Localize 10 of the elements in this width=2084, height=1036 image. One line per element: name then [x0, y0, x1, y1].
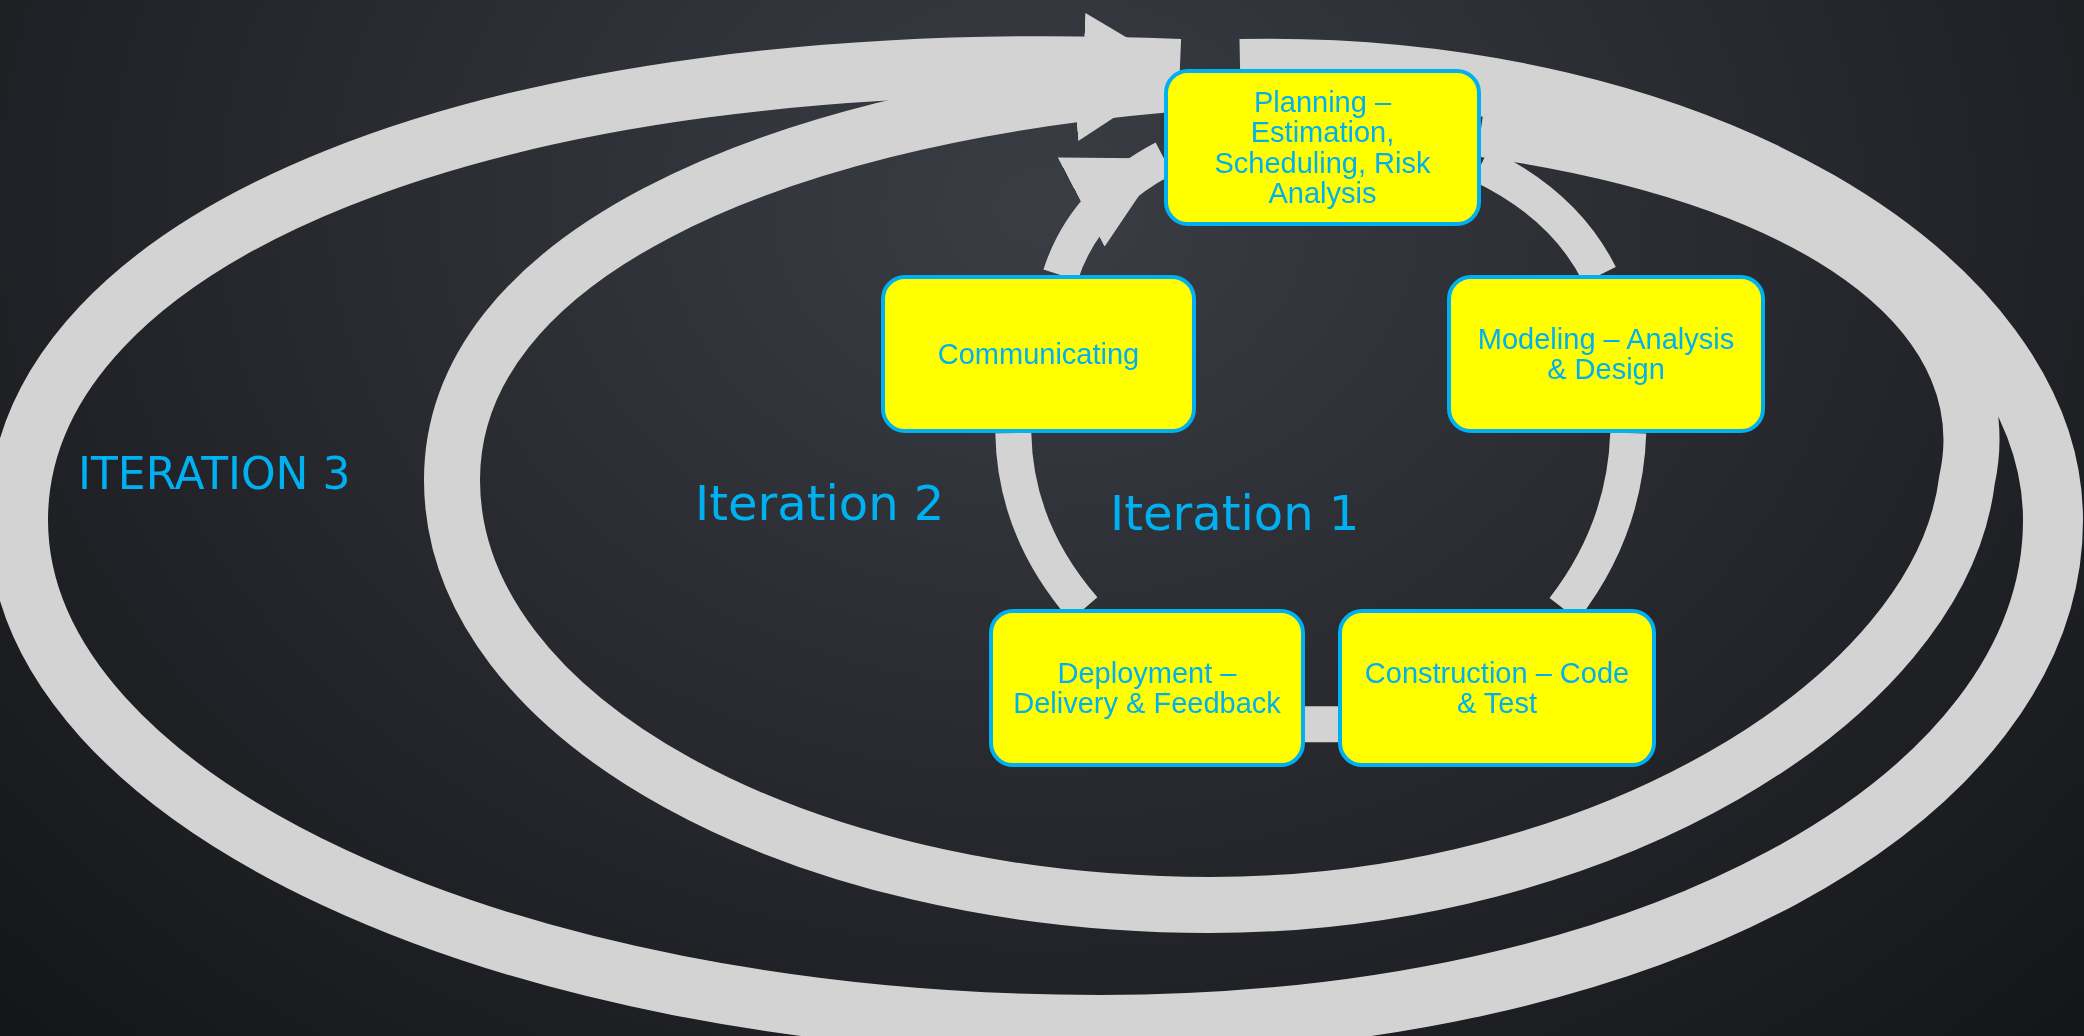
iteration-label: Iteration 2 [695, 475, 945, 531]
process-box: Planning – Estimation, Scheduling, Risk Analysis [1164, 69, 1481, 226]
process-box: Communicating [881, 275, 1196, 433]
process-box: Construction – Code & Test [1338, 609, 1656, 767]
process-box: Modeling – Analysis & Design [1447, 275, 1765, 433]
connector [1305, 706, 1338, 743]
process-box: Deployment – Delivery & Feedback [989, 609, 1305, 767]
iteration-label: ITERATION 3 [78, 448, 351, 499]
iteration-label: Iteration 1 [1110, 485, 1360, 541]
loop-arrow [0, 15, 2083, 1036]
